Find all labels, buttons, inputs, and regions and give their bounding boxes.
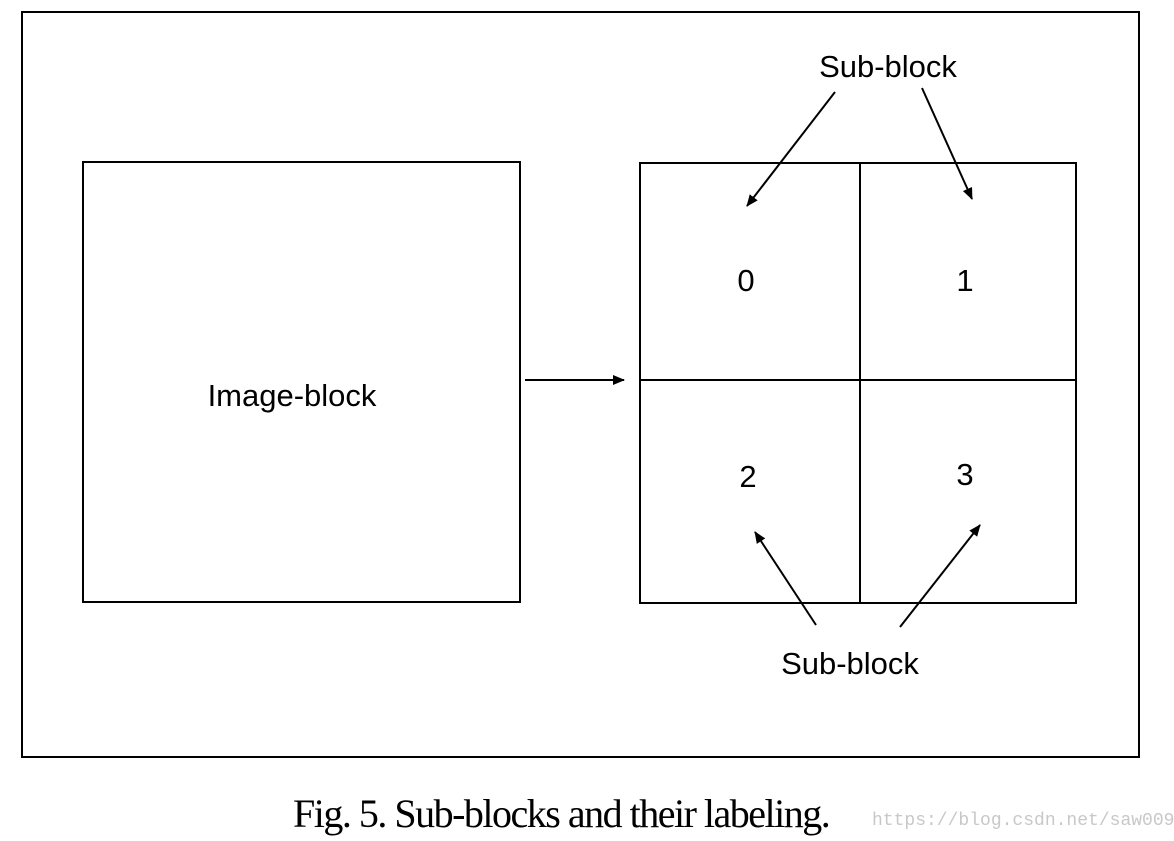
bottom-sub-block-callout: Sub-block <box>781 646 919 681</box>
bottom-callout-arrow-to-3 <box>899 524 981 628</box>
image-block-label: Image-block <box>208 378 377 413</box>
sub-block-3-label: 3 <box>956 457 973 492</box>
image-block <box>82 161 521 603</box>
watermark-url: https://blog.csdn.net/saw009 <box>872 811 1174 831</box>
bottom-callout-arrow-to-2 <box>754 531 817 626</box>
figure-caption: Fig. 5. Sub-blocks and their labeling. <box>293 791 831 836</box>
sub-block-0-label: 0 <box>737 263 754 298</box>
sub-block-2-label: 2 <box>739 459 756 494</box>
sub-block-grid-frame <box>639 162 1077 604</box>
figure-frame <box>21 11 1140 758</box>
top-callout-arrow-to-1 <box>921 87 973 200</box>
top-sub-block-callout: Sub-block <box>819 49 957 84</box>
top-callout-arrow-to-0 <box>746 91 836 207</box>
sub-block-1-label: 1 <box>956 263 973 298</box>
sub-block-grid: 0 1 2 3 <box>639 162 1077 604</box>
